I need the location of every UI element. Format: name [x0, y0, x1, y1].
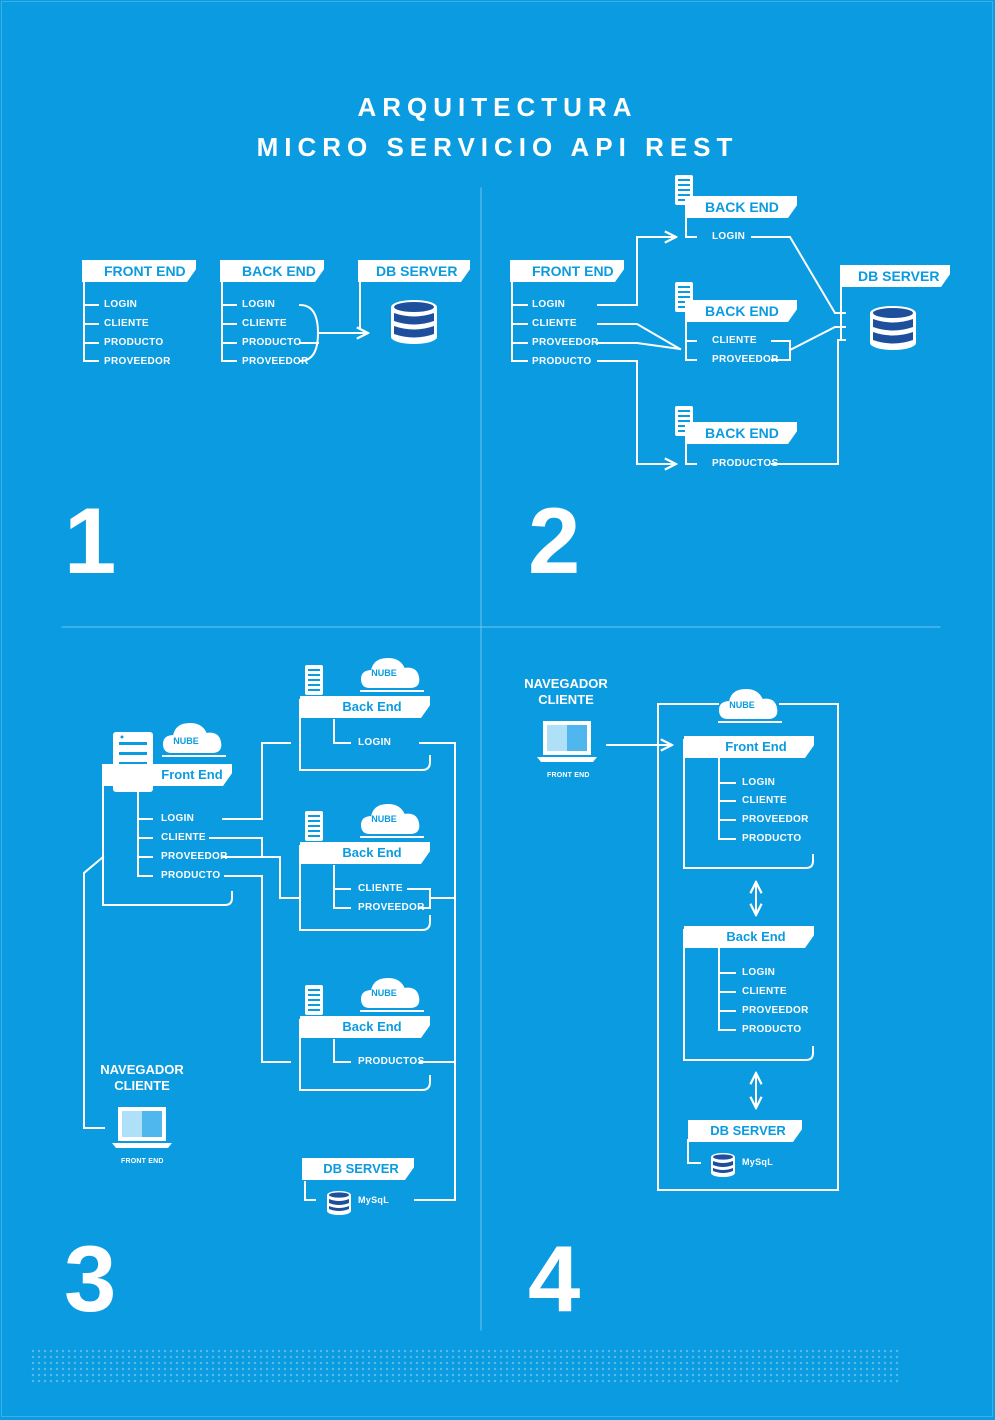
q3-nube-label: NUBE — [173, 736, 199, 746]
q1-db-header: DB SERVER — [358, 260, 470, 282]
q3-client-line2: CLIENTE — [114, 1078, 170, 1093]
q1-back-end-header: BACK END — [220, 260, 324, 282]
q1-front-end-header: FRONT END — [82, 260, 196, 282]
q2-back-end-1-header: BACK END — [685, 196, 797, 218]
quadrant-number-1: 1 — [64, 488, 117, 593]
title-line-1: ARQUITECTURA — [357, 92, 638, 122]
q3-front-item: PROVEEDOR — [161, 851, 228, 862]
q4-front-item: PROVEEDOR — [742, 814, 809, 825]
q3-client-line1: NAVEGADOR — [100, 1062, 184, 1077]
q1-front-item: PRODUCTO — [104, 337, 164, 348]
q4-front-item: CLIENTE — [742, 795, 787, 806]
database-icon — [711, 1153, 735, 1177]
q3-nube-label: NUBE — [371, 668, 397, 678]
q3-front-item: LOGIN — [161, 813, 195, 824]
q3-client-caption: FRONT END — [121, 1158, 164, 1165]
q3-db-engine: MySqL — [358, 1195, 390, 1205]
q4-front-item: LOGIN — [742, 777, 776, 788]
q1-back-item: CLIENTE — [242, 318, 287, 329]
q4-db-header: DB SERVER — [688, 1120, 802, 1142]
q1-front-item: LOGIN — [104, 299, 138, 310]
q3-back-end-3-header: Back End — [300, 1016, 430, 1038]
q2-front-item: LOGIN — [532, 299, 566, 310]
q3-front-item: PRODUCTO — [161, 870, 221, 881]
q4-front-item: PRODUCTO — [742, 833, 802, 844]
q3-back-2-item: PROVEEDOR — [358, 902, 425, 913]
q2-front-item: PROVEEDOR — [532, 337, 599, 348]
q3-nube-label: NUBE — [371, 814, 397, 824]
q3-back-end-1-header: Back End — [300, 696, 430, 718]
q1-front-item: PROVEEDOR — [104, 356, 171, 367]
q3-front-item: CLIENTE — [161, 832, 206, 843]
q4-client-caption: FRONT END — [547, 772, 590, 779]
q4-db-engine: MySqL — [742, 1157, 774, 1167]
q4-back-item: CLIENTE — [742, 986, 787, 997]
q3-back-3-item: PRODUCTOS — [358, 1056, 425, 1067]
q1-front-item: CLIENTE — [104, 318, 149, 329]
q2-back-end-2-header: BACK END — [685, 300, 797, 322]
q2-back-end-3-header: BACK END — [685, 422, 797, 444]
database-icon — [391, 300, 437, 344]
server-icon — [305, 985, 323, 1015]
q4-back-item: LOGIN — [742, 967, 776, 978]
q1-back-item: PRODUCTO — [242, 337, 302, 348]
q3-back-1-item: LOGIN — [358, 737, 392, 748]
q2-back-1-item: LOGIN — [712, 231, 746, 242]
q4-back-item: PRODUCTO — [742, 1024, 802, 1035]
q3-db-header: DB SERVER — [302, 1158, 414, 1180]
q4-client-line2: CLIENTE — [538, 692, 594, 707]
server-icon — [305, 811, 323, 841]
laptop-icon — [112, 1107, 172, 1148]
quadrant-number-3: 3 — [64, 1226, 117, 1331]
q2-front-end-header: FRONT END — [510, 260, 624, 282]
q4-back-item: PROVEEDOR — [742, 1005, 809, 1016]
q2-back-2-item: CLIENTE — [712, 335, 757, 346]
database-icon — [327, 1191, 351, 1215]
quadrant-number-2: 2 — [528, 488, 581, 593]
q2-front-item: PRODUCTO — [532, 356, 592, 367]
q4-nube-label: NUBE — [729, 700, 755, 710]
q1-back-item: LOGIN — [242, 299, 276, 310]
quadrant-number-4: 4 — [528, 1226, 581, 1331]
q3-front-end-header: Front End — [102, 764, 232, 786]
q3-client-label: NAVEGADOR CLIENTE — [92, 1062, 192, 1094]
laptop-icon — [537, 721, 597, 762]
decorative-dot-pattern — [30, 1348, 900, 1386]
q3-back-2-item: CLIENTE — [358, 883, 403, 894]
q2-back-2-item: PROVEEDOR — [712, 354, 779, 365]
server-icon — [305, 665, 323, 695]
q4-front-end-header: Front End — [684, 736, 814, 758]
q4-client-line1: NAVEGADOR — [524, 676, 608, 691]
q2-db-header: DB SERVER — [840, 265, 950, 287]
q2-front-item: CLIENTE — [532, 318, 577, 329]
q3-nube-label: NUBE — [371, 988, 397, 998]
q2-back-3-item: PRODUCTOS — [712, 458, 779, 469]
q4-client-label: NAVEGADOR CLIENTE — [516, 676, 616, 708]
title-line-2: MICRO SERVICIO API REST — [256, 132, 739, 162]
q3-back-end-2-header: Back End — [300, 842, 430, 864]
q4-back-end-header: Back End — [684, 926, 814, 948]
q1-back-item: PROVEEDOR — [242, 356, 309, 367]
database-icon — [870, 306, 916, 350]
